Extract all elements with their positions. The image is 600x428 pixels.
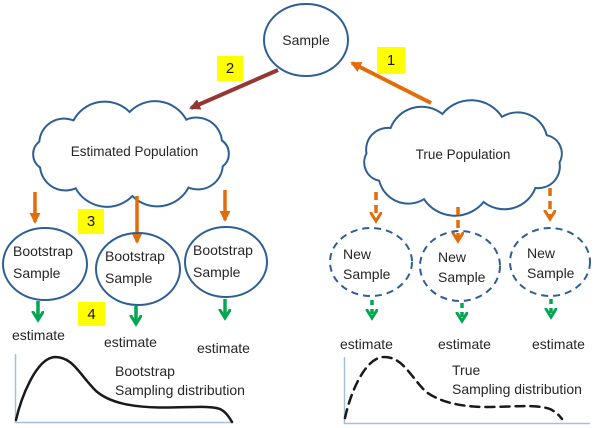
new-sample-ellipse-2 bbox=[419, 230, 501, 302]
bootstrap-sample-ellipse-3 bbox=[184, 226, 268, 298]
new-sample-label-3: New Sample bbox=[527, 243, 574, 283]
new-sample-label-1-line1: New bbox=[343, 246, 372, 262]
bootstrap-sample-label-3-line1: Bootstrap bbox=[193, 242, 253, 258]
bootstrap-sample-label-2: Bootstrap Sample bbox=[105, 245, 165, 289]
estimate-label-right-1: estimate bbox=[340, 336, 393, 352]
new-sample-label-3-line2: Sample bbox=[527, 265, 575, 281]
new-sample-ellipse-1 bbox=[329, 227, 413, 297]
estimate-label-left-1: estimate bbox=[12, 327, 65, 343]
estimated-population-cloud bbox=[32, 100, 230, 208]
bootstrap-sample-label-2-line2: Sample bbox=[105, 270, 153, 286]
bootstrap-sample-ellipse-1 bbox=[2, 227, 88, 301]
true-distribution-axis bbox=[343, 357, 590, 425]
new-sample-label-2-line2: Sample bbox=[438, 269, 486, 285]
true-distribution-caption-line2: Sampling distribution bbox=[452, 381, 582, 397]
new-sample-label-1-line2: Sample bbox=[343, 266, 391, 282]
bootstrap-sample-label-3-line2: Sample bbox=[193, 264, 241, 280]
estimate-label-right-3: estimate bbox=[532, 336, 585, 352]
bootstrap-distribution-axis bbox=[14, 354, 233, 424]
bootstrap-distribution-curve bbox=[14, 355, 234, 424]
step-badge-1: 1 bbox=[377, 47, 405, 74]
bootstrap-sample-label-1-line1: Bootstrap bbox=[13, 243, 73, 259]
estimate-label-right-2: estimate bbox=[438, 336, 491, 352]
step-badge-2: 2 bbox=[217, 56, 243, 81]
new-sample-label-1: New Sample bbox=[343, 244, 390, 284]
bootstrap-distribution-caption: Bootstrap Sampling distribution bbox=[115, 362, 245, 400]
estimate-label-left-3: estimate bbox=[197, 340, 250, 356]
sample-ellipse bbox=[263, 3, 349, 77]
bootstrap-sample-label-1: Bootstrap Sample bbox=[13, 240, 73, 284]
estimate-label-left-2: estimate bbox=[104, 334, 157, 350]
bootstrap-distribution-caption-line2: Sampling distribution bbox=[115, 382, 245, 398]
arrow-step2 bbox=[189, 68, 279, 110]
true-distribution-curve bbox=[343, 355, 564, 421]
step-badge-4: 4 bbox=[78, 302, 105, 326]
bootstrap-sample-label-3: Bootstrap Sample bbox=[193, 239, 253, 283]
estimated-population-label: Estimated Population bbox=[70, 144, 199, 159]
new-sample-label-3-line1: New bbox=[527, 245, 556, 261]
step-badge-3: 3 bbox=[78, 209, 104, 234]
new-sample-label-2: New Sample bbox=[438, 247, 485, 287]
true-distribution-caption-line1: True bbox=[452, 362, 481, 378]
arrow-step1 bbox=[350, 61, 432, 105]
bootstrap-sample-label-2-line1: Bootstrap bbox=[105, 248, 165, 264]
bootstrap-distribution-caption-line1: Bootstrap bbox=[115, 363, 175, 379]
true-population-label: True Population bbox=[415, 147, 511, 162]
true-population-cloud bbox=[363, 99, 563, 217]
sample-label: Sample bbox=[282, 32, 330, 48]
bootstrap-sample-label-1-line2: Sample bbox=[13, 265, 61, 281]
true-distribution-caption: True Sampling distribution bbox=[452, 361, 582, 399]
bootstrap-sample-ellipse-2 bbox=[95, 232, 181, 306]
new-sample-label-2-line1: New bbox=[438, 249, 467, 265]
new-sample-ellipse-3 bbox=[509, 227, 591, 297]
